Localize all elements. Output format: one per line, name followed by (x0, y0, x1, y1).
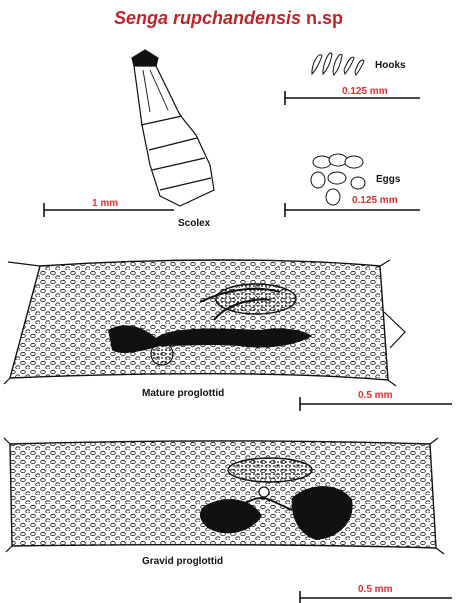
scolex-drawing (132, 50, 214, 206)
scale-mature: 0.5 mm (358, 390, 392, 401)
mature-proglottid-drawing (4, 260, 405, 386)
label-gravid-proglottid: Gravid proglottid (142, 556, 223, 567)
label-eggs: Eggs (376, 174, 400, 185)
scale-hooks: 0.125 mm (342, 86, 388, 97)
scale-eggs: 0.125 mm (352, 195, 398, 206)
label-hooks: Hooks (375, 60, 406, 71)
label-mature-proglottid: Mature proglottid (142, 388, 224, 399)
gravid-proglottid-drawing (4, 438, 444, 554)
label-scolex: Scolex (178, 218, 210, 229)
scale-scolex: 1 mm (92, 198, 118, 209)
scale-gravid: 0.5 mm (358, 584, 392, 595)
hooks-drawing (312, 53, 364, 75)
